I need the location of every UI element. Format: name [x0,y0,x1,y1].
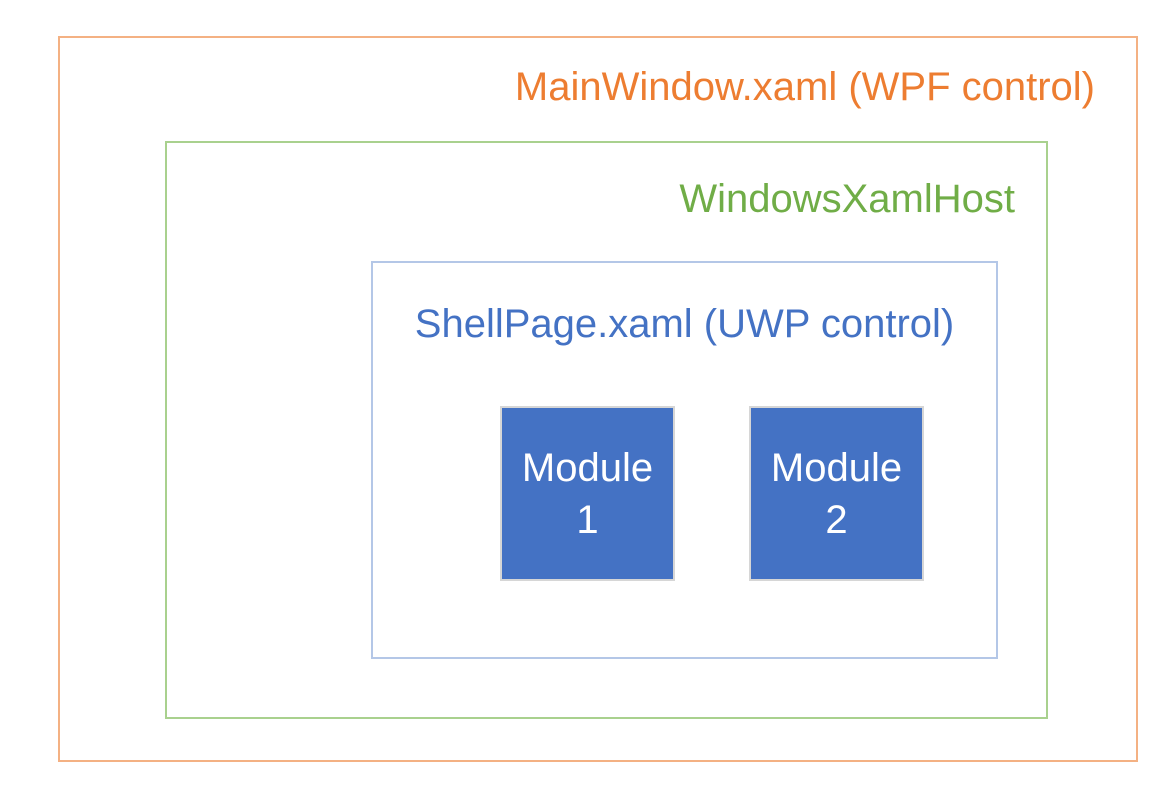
shellpage-box: ShellPage.xaml (UWP control) Module 1 Mo… [371,261,998,659]
windowsxamlhost-label: WindowsXamlHost [679,177,1015,221]
module-2-label-line2: 2 [825,497,848,542]
module-2-box: Module 2 [749,406,924,581]
module-1-label-line1: Module [521,445,654,490]
windowsxamlhost-box: WindowsXamlHost ShellPage.xaml (UWP cont… [165,141,1048,719]
mainwindow-box: MainWindow.xaml (WPF control) WindowsXam… [58,36,1138,762]
shellpage-label: ShellPage.xaml (UWP control) [414,302,955,346]
mainwindow-label: MainWindow.xaml (WPF control) [514,65,1095,109]
module-2-label-line1: Module [770,445,903,490]
module-1-box: Module 1 [500,406,675,581]
module-1-label-line2: 1 [576,497,599,542]
